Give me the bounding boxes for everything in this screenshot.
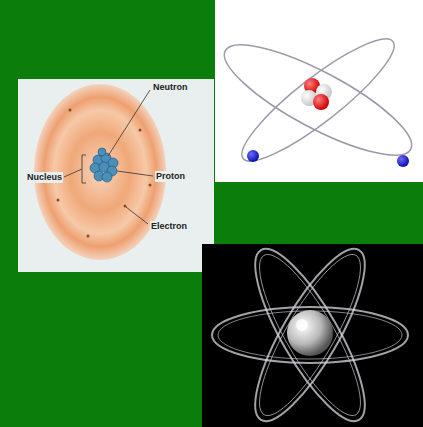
part-label: Nucleus (26, 172, 63, 183)
labeled-atom-panel (18, 79, 214, 272)
part-label: Neutron (152, 82, 189, 93)
part-label: Proton (155, 171, 186, 182)
part-label: Electron (150, 221, 188, 232)
orbit-atom-panel (212, 0, 423, 182)
glowing-atom-panel (202, 236, 423, 427)
